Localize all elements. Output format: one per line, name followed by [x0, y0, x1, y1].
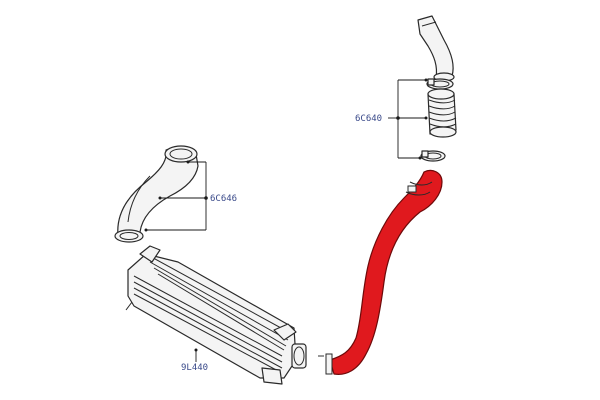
- callout-label-6c646: 6C646: [210, 194, 237, 204]
- callout-9l440: 9L440: [181, 348, 208, 373]
- callout-label-6c640: 6C640: [355, 114, 382, 124]
- callout-6c646: 6C646: [144, 160, 237, 232]
- upper-air-tube[interactable]: [417, 15, 455, 82]
- intercooler-inlet-hose[interactable]: [114, 145, 199, 243]
- intercooler-outlet-pipe[interactable]: [325, 169, 443, 375]
- lower-clamp[interactable]: [420, 150, 446, 162]
- callout-label-9l440: 9L440: [181, 363, 208, 373]
- callout-6c640: 6C640: [355, 78, 428, 160]
- intercooler[interactable]: [125, 245, 307, 385]
- upper-coupler-hose[interactable]: [427, 88, 457, 138]
- upper-clamp[interactable]: [426, 78, 454, 90]
